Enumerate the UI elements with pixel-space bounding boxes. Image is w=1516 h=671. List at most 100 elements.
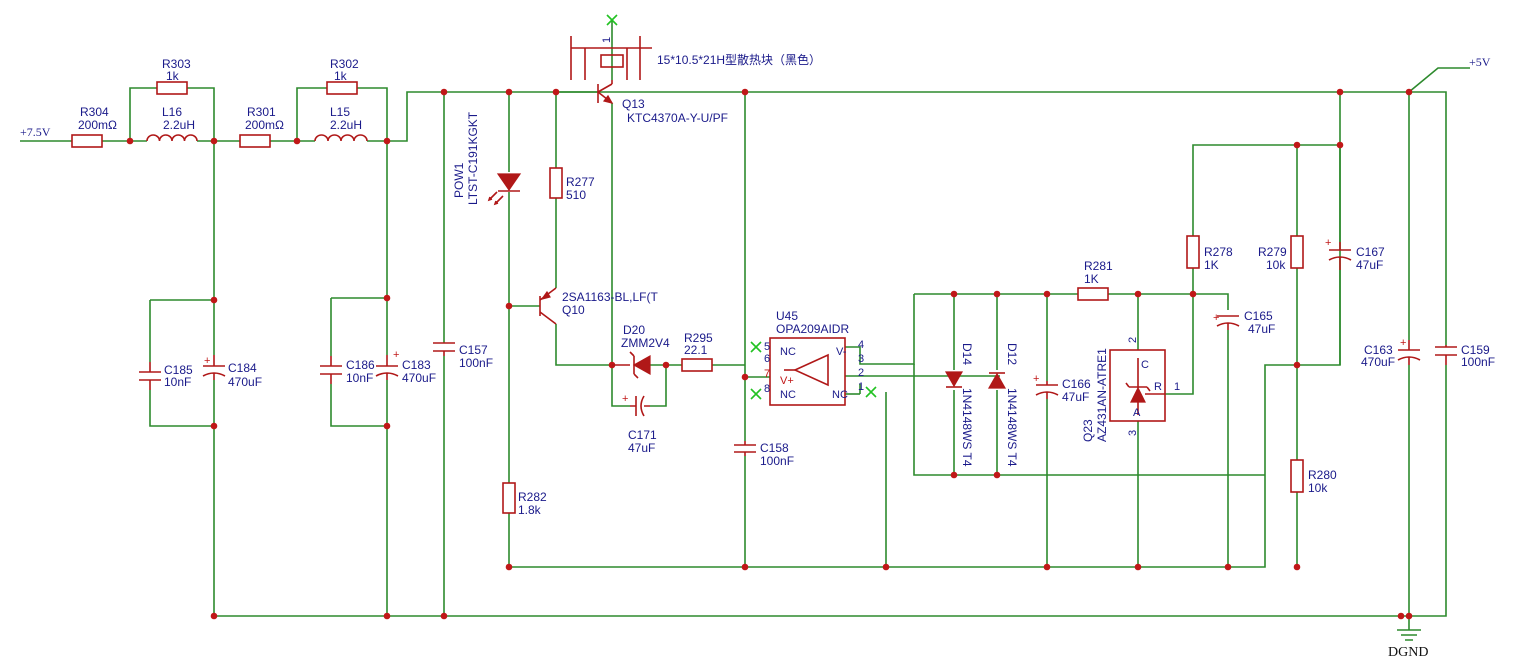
svg-text:2: 2 — [1127, 337, 1139, 343]
resistor-R302: R302 1k — [326, 57, 359, 95]
svg-text:2.2uH: 2.2uH — [330, 118, 362, 132]
svg-text:+: + — [622, 393, 628, 405]
svg-text:L16: L16 — [162, 105, 182, 119]
svg-text:R277: R277 — [566, 175, 595, 189]
svg-text:A: A — [1133, 407, 1141, 419]
svg-text:22.1: 22.1 — [684, 343, 708, 357]
net-label-vout: +5V — [1469, 55, 1491, 69]
resistor-R281: R281 1K — [1077, 259, 1113, 301]
svg-text:1N4148WS T4: 1N4148WS T4 — [960, 388, 974, 467]
capacitor-C185: C185 10nF — [139, 362, 193, 390]
svg-text:R281: R281 — [1084, 259, 1113, 273]
svg-text:C166: C166 — [1062, 377, 1091, 391]
svg-text:C171: C171 — [628, 428, 657, 442]
svg-text:3: 3 — [858, 353, 864, 365]
capacitor-C184: + C184 470uF — [202, 355, 262, 389]
resistor-R279: R279 10k — [1258, 235, 1304, 272]
svg-text:NC: NC — [780, 346, 796, 358]
svg-text:OPA209AIDR: OPA209AIDR — [776, 322, 849, 336]
ground-symbol: DGND — [1388, 629, 1428, 660]
svg-text:2SA1163-BL,LF(T: 2SA1163-BL,LF(T — [562, 290, 658, 304]
svg-text:2.2uH: 2.2uH — [163, 118, 195, 132]
svg-text:R282: R282 — [518, 490, 547, 504]
svg-text:Q23: Q23 — [1081, 419, 1095, 442]
transistor-Q10: 2SA1163-BL,LF(T Q10 — [539, 287, 658, 325]
svg-text:7: 7 — [764, 368, 770, 380]
led-POW1: POW1 LTST-C191KGKT — [452, 111, 522, 206]
svg-text:510: 510 — [566, 188, 586, 202]
svg-text:L15: L15 — [330, 105, 350, 119]
svg-text:470uF: 470uF — [228, 375, 262, 389]
svg-text:C183: C183 — [402, 358, 431, 372]
diode-D12: D12 1N4148WS T4 — [987, 343, 1019, 467]
capacitor-C167: + C167 47uF — [1325, 237, 1385, 272]
svg-text:V-: V- — [836, 346, 847, 358]
svg-text:1: 1 — [858, 381, 864, 393]
opamp-U45: U45 OPA209AIDR NC V- V+ NC NC 5 6 7 8 4 … — [750, 309, 877, 406]
net-label-vin: +7.5V — [20, 125, 51, 139]
svg-text:Q10: Q10 — [562, 303, 585, 317]
net-vout: +5V — [1469, 55, 1491, 69]
svg-text:100nF: 100nF — [760, 454, 794, 468]
capacitor-C166: + C166 47uF — [1033, 373, 1091, 404]
svg-text:+: + — [204, 355, 210, 367]
capacitor-C171: + C171 47uF — [622, 393, 657, 455]
capacitor-C157: C157 100nF — [433, 342, 493, 370]
svg-text:+: + — [1213, 312, 1219, 324]
capacitor-C158: C158 100nF — [734, 441, 794, 468]
svg-text:470uF: 470uF — [402, 371, 436, 385]
svg-text:1: 1 — [601, 37, 613, 43]
svg-text:15*10.5*21H型散热块（黑色）: 15*10.5*21H型散热块（黑色） — [657, 52, 821, 67]
heatsink: 1 15*10.5*21H型散热块（黑色） — [570, 14, 821, 80]
svg-text:AZ431AN-ATRE1: AZ431AN-ATRE1 — [1095, 348, 1109, 442]
svg-text:6: 6 — [764, 353, 770, 365]
svg-text:10nF: 10nF — [164, 375, 191, 389]
svg-text:47uF: 47uF — [1062, 390, 1089, 404]
svg-text:C185: C185 — [164, 363, 193, 377]
wires — [20, 20, 1470, 630]
svg-text:5: 5 — [764, 341, 770, 353]
svg-text:R278: R278 — [1204, 245, 1233, 259]
capacitor-C165: + C165 47uF — [1213, 309, 1275, 336]
svg-text:R279: R279 — [1258, 245, 1287, 259]
net-vin: +7.5V — [20, 125, 51, 139]
svg-text:C184: C184 — [228, 361, 257, 375]
svg-text:1k: 1k — [334, 69, 348, 83]
svg-text:8: 8 — [764, 383, 770, 395]
svg-text:ZMM2V4: ZMM2V4 — [621, 336, 670, 350]
shunt-regulator-Q23: C R A 1 2 3 Q23 AZ431AN-ATRE1 — [1081, 337, 1180, 442]
svg-text:C159: C159 — [1461, 343, 1490, 357]
svg-text:C165: C165 — [1244, 309, 1273, 323]
svg-text:C186: C186 — [346, 358, 375, 372]
svg-text:LTST-C191KGKT: LTST-C191KGKT — [466, 111, 480, 205]
svg-text:POW1: POW1 — [452, 162, 466, 198]
svg-text:100nF: 100nF — [1461, 355, 1495, 369]
svg-text:C163: C163 — [1364, 343, 1393, 357]
svg-text:200mΩ: 200mΩ — [245, 118, 284, 132]
zener-D20: D20 ZMM2V4 — [612, 323, 670, 379]
svg-text:R304: R304 — [80, 105, 109, 119]
svg-text:470uF: 470uF — [1361, 355, 1395, 369]
svg-text:10k: 10k — [1266, 258, 1286, 272]
svg-text:+: + — [1325, 237, 1331, 249]
svg-text:200mΩ: 200mΩ — [78, 118, 117, 132]
svg-text:47uF: 47uF — [1248, 322, 1275, 336]
svg-text:1N4148WS T4: 1N4148WS T4 — [1005, 388, 1019, 467]
svg-text:KTC4370A-Y-U/PF: KTC4370A-Y-U/PF — [627, 111, 728, 125]
svg-text:1k: 1k — [166, 69, 180, 83]
svg-text:R303: R303 — [162, 57, 191, 71]
inductor-L15: L15 2.2uH — [314, 105, 368, 142]
resistor-R280: R280 10k — [1290, 459, 1337, 495]
svg-text:C157: C157 — [459, 343, 488, 357]
svg-text:V+: V+ — [780, 375, 794, 387]
svg-text:C: C — [1141, 359, 1149, 371]
svg-text:1K: 1K — [1204, 258, 1219, 272]
capacitor-C159: C159 100nF — [1435, 343, 1495, 369]
svg-text:R295: R295 — [684, 331, 713, 345]
svg-text:C158: C158 — [760, 441, 789, 455]
svg-text:U45: U45 — [776, 309, 798, 323]
svg-text:1K: 1K — [1084, 272, 1099, 286]
capacitor-C163: + C163 470uF — [1361, 337, 1421, 369]
svg-text:2: 2 — [858, 367, 864, 379]
